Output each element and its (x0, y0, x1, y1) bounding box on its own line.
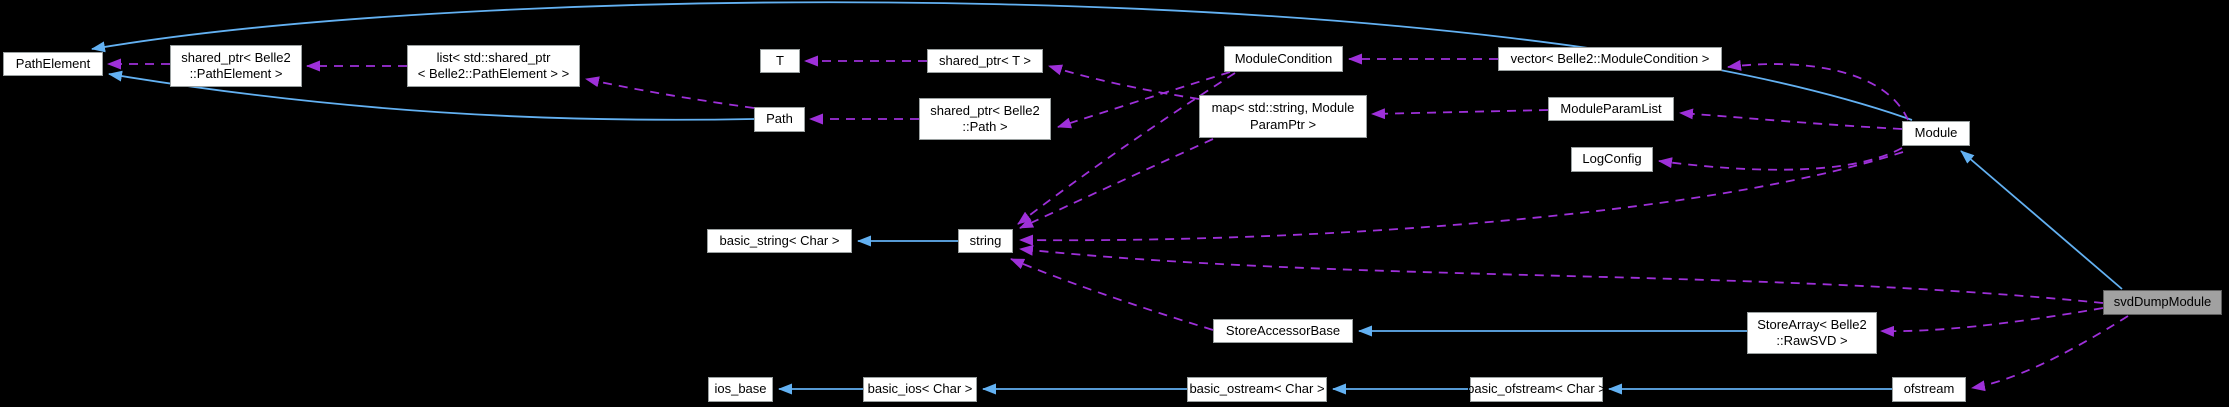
node-list-shared-ptr-pathelement[interactable]: list< std::shared_ptr < Belle2::PathElem… (407, 45, 580, 87)
node-label: Module (1914, 125, 1958, 141)
edge-svddumpmodule-to-storearray (1880, 307, 2104, 337)
node-label: string (969, 232, 1002, 248)
node-label: shared_ptr< T > (938, 52, 1032, 68)
node-label: StoreArray< Belle2 (1757, 316, 1867, 332)
edge-module-to-vector (1727, 59, 1909, 121)
node-basic-ios-char[interactable]: basic_ios< Char > (863, 377, 977, 402)
node-label: T (776, 52, 784, 68)
node-map-moduleparamptr[interactable]: map< std::string, Module ParamPtr > (1199, 95, 1367, 138)
node-vector-modulecondition[interactable]: vector< Belle2::ModuleCondition > (1498, 47, 1722, 71)
node-label: shared_ptr< Belle2 (930, 102, 1040, 118)
node-label: ModuleCondition (1234, 50, 1333, 66)
edge-map-to-sharedptr-t (1048, 64, 1200, 100)
node-ofstream[interactable]: ofstream (1892, 377, 1966, 402)
node-label: ::PathElement > (189, 66, 283, 81)
node-modulecondition[interactable]: ModuleCondition (1224, 46, 1343, 72)
node-path[interactable]: Path (754, 107, 805, 132)
edge-svddumpmodule-to-ofstream (1971, 315, 2129, 392)
node-label: basic_string< Char > (719, 232, 840, 248)
edge-path-to-list (585, 76, 755, 109)
edge-module-to-moduleparamlist (1679, 108, 1903, 130)
node-label: ModuleParamList (1560, 100, 1662, 116)
node-svddumpmodule[interactable]: svdDumpModule (2103, 290, 2222, 315)
node-label: ::Path > (962, 119, 1008, 134)
node-logconfig[interactable]: LogConfig (1571, 147, 1653, 172)
edge-moduleparamlist-to-map (1371, 108, 1549, 120)
node-label: ofstream (1903, 381, 1955, 397)
node-label: ParamPtr > (1249, 116, 1317, 132)
node-label: shared_ptr< Belle2 (181, 49, 291, 65)
edge-path-to-pathelement (108, 70, 755, 121)
node-basic-string-char[interactable]: basic_string< Char > (707, 229, 852, 253)
node-label: map< std::string, Module (1211, 100, 1355, 115)
node-shared-ptr-pathelement[interactable]: shared_ptr< Belle2 ::PathElement > (170, 45, 302, 87)
node-pathelement[interactable]: PathElement (3, 52, 103, 76)
edge-module-to-logconfig (1658, 147, 1903, 171)
node-moduleparamlist[interactable]: ModuleParamList (1548, 97, 1674, 121)
node-label: < Belle2::PathElement > > (417, 66, 570, 81)
node-string[interactable]: string (958, 229, 1013, 253)
node-label: basic_ofstream< Char > (1467, 381, 1606, 397)
node-label: ::RawSVD > (1776, 333, 1848, 348)
node-basic-ostream-char[interactable]: basic_ostream< Char > (1187, 377, 1327, 402)
node-label: Path (766, 111, 793, 127)
node-label: ios_base (714, 381, 767, 397)
node-label: vector< Belle2::ModuleCondition > (1510, 50, 1710, 66)
edge-svddumpmodule-to-string (1019, 244, 2104, 304)
edge-storeaccessorbase-to-string (1010, 258, 1214, 331)
node-label: PathElement (15, 55, 91, 71)
node-label: StoreAccessorBase (1225, 322, 1341, 338)
node-t[interactable]: T (760, 49, 800, 73)
node-label: list< std::shared_ptr (436, 49, 551, 65)
node-shared-ptr-t[interactable]: shared_ptr< T > (927, 49, 1043, 73)
node-storearray-rawsvd[interactable]: StoreArray< Belle2 ::RawSVD > (1747, 312, 1877, 354)
node-basic-ofstream-char[interactable]: basic_ofstream< Char > (1467, 377, 1606, 402)
edge-svddumpmodule-to-module (1960, 150, 2123, 290)
node-ios-base[interactable]: ios_base (708, 377, 773, 402)
node-label: basic_ostream< Char > (1189, 381, 1325, 397)
edge-module-to-string (1019, 151, 1904, 246)
node-storeaccessorbase[interactable]: StoreAccessorBase (1213, 319, 1353, 343)
node-label: svdDumpModule (2113, 294, 2212, 310)
node-shared-ptr-path[interactable]: shared_ptr< Belle2 ::Path > (919, 98, 1051, 140)
node-label: LogConfig (1582, 151, 1642, 167)
node-label: basic_ios< Char > (867, 381, 973, 397)
node-module[interactable]: Module (1902, 121, 1970, 146)
edge-map-to-string (1019, 138, 1214, 229)
edge-modulecondition-to-sharedptr-path (1057, 71, 1231, 129)
edge-modulecondition-to-string (1017, 72, 1236, 225)
